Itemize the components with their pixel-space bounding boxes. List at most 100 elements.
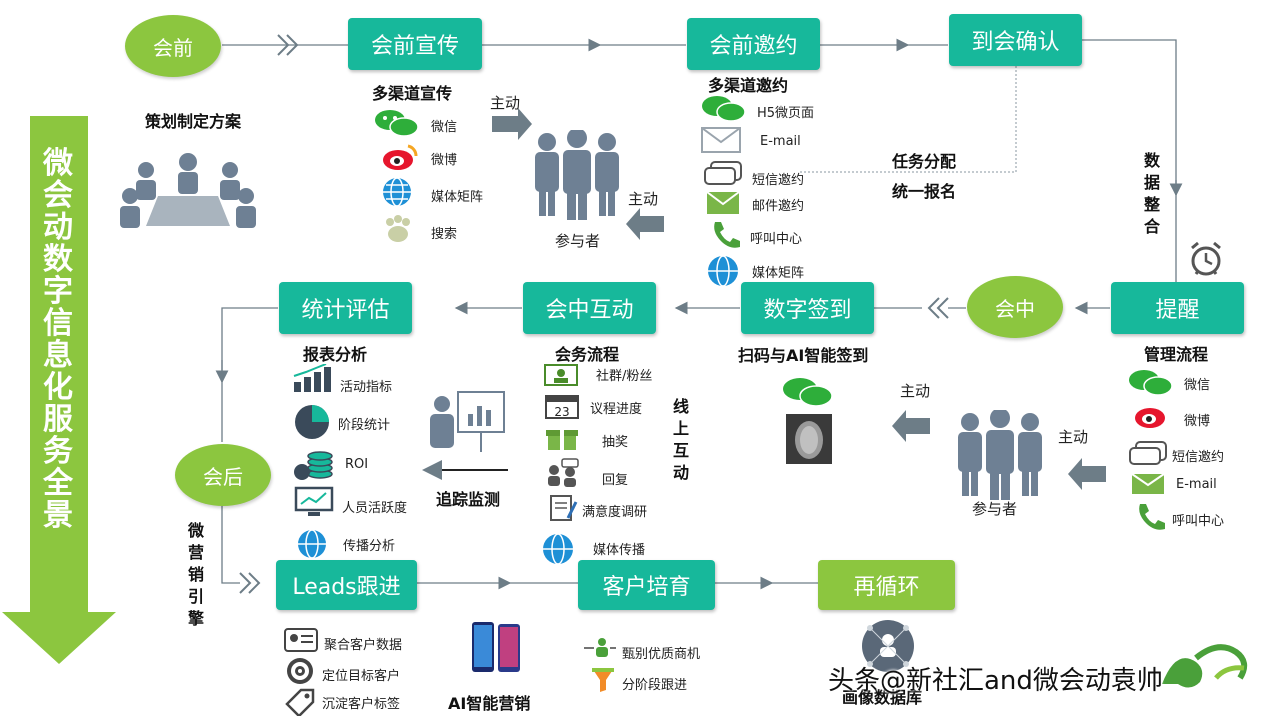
participant-label-mid: 参与者 bbox=[972, 500, 1018, 518]
box-sign-in: 数字签到 bbox=[741, 282, 874, 334]
alarm-clock-icon bbox=[1191, 241, 1221, 276]
engine-label: 微营销引擎 bbox=[187, 521, 204, 628]
globe-icon bbox=[298, 529, 326, 559]
gift-icon bbox=[546, 430, 578, 450]
nurture-item-1: 甄别优质商机 bbox=[622, 647, 701, 662]
person-funnel-icon bbox=[584, 638, 616, 657]
wechat-icon bbox=[702, 96, 746, 122]
track-label: 追踪监测 bbox=[436, 490, 501, 509]
nurture-item-2: 分阶段跟进 bbox=[622, 678, 688, 693]
globe-icon bbox=[383, 177, 411, 207]
promo-item-2: 微博 bbox=[431, 153, 458, 168]
box-leads: Leads跟进 bbox=[276, 560, 417, 610]
mgmt-item-5: 呼叫中心 bbox=[1172, 514, 1225, 529]
people-group-icon bbox=[535, 130, 619, 220]
globe-icon bbox=[543, 533, 573, 565]
funnel-icon bbox=[592, 668, 614, 692]
invite-item-5: 呼叫中心 bbox=[750, 232, 803, 247]
wechat-icon bbox=[375, 110, 419, 137]
face-scan-icon bbox=[786, 414, 832, 464]
online-interact-label: 线上互动 bbox=[672, 397, 689, 482]
mgmt-item-3: 短信邀约 bbox=[1172, 450, 1225, 465]
report-item-5: 传播分析 bbox=[343, 539, 396, 554]
box-interact: 会中互动 bbox=[523, 282, 656, 334]
box-nurture: 客户培育 bbox=[578, 560, 715, 610]
box-remind: 提醒 bbox=[1111, 282, 1244, 334]
report-item-3: ROI bbox=[345, 457, 369, 472]
scan-title: 扫码与AI智能签到 bbox=[738, 346, 869, 365]
phone-icon bbox=[714, 222, 740, 248]
survey-icon bbox=[550, 495, 578, 521]
weibo-icon bbox=[1135, 408, 1165, 428]
report-item-1: 活动指标 bbox=[340, 380, 393, 395]
invite-item-4: 邮件邀约 bbox=[752, 199, 805, 214]
smartphone-icon bbox=[472, 622, 520, 672]
stage-post: 会后 bbox=[175, 444, 271, 506]
box-evaluate: 统计评估 bbox=[279, 282, 412, 334]
active-label-2: 主动 bbox=[628, 190, 659, 208]
leads-item-3: 沉淀客户标签 bbox=[322, 697, 401, 712]
promo-item-3: 媒体矩阵 bbox=[431, 190, 484, 205]
affair-item-6: 媒体传播 bbox=[593, 543, 646, 558]
promo-item-4: 搜索 bbox=[431, 227, 458, 242]
report-item-2: 阶段统计 bbox=[338, 418, 391, 433]
target-icon bbox=[287, 658, 313, 684]
weibo-icon bbox=[383, 144, 418, 170]
task-label-1: 任务分配 bbox=[892, 152, 957, 171]
banner-arrow bbox=[2, 116, 116, 664]
report-item-4: 人员活跃度 bbox=[342, 501, 408, 516]
affair-item-4: 回复 bbox=[602, 473, 629, 488]
stage-mid: 会中 bbox=[967, 276, 1063, 338]
people-group-icon bbox=[958, 410, 1042, 500]
mail-icon bbox=[706, 191, 740, 214]
sms-icon bbox=[1129, 441, 1167, 465]
stage-pre: 会前 bbox=[125, 15, 221, 77]
leads-item-2: 定位目标客户 bbox=[322, 669, 401, 684]
presenter-icon bbox=[430, 391, 505, 452]
leads-item-1: 聚合客户数据 bbox=[324, 638, 403, 653]
invite-item-3: 短信邀约 bbox=[752, 173, 805, 188]
wechat-icon bbox=[1129, 370, 1173, 396]
report-title: 报表分析 bbox=[303, 345, 368, 364]
calendar-icon: 23 bbox=[545, 395, 579, 419]
box-pre-invite: 会前邀约 bbox=[687, 18, 820, 70]
box-recycle: 再循环 bbox=[818, 560, 955, 610]
affair-item-3: 抽奖 bbox=[602, 435, 629, 450]
affair-item-1: 社群/粉丝 bbox=[596, 369, 653, 384]
svg-text:23: 23 bbox=[554, 405, 569, 419]
invite-title: 多渠道邀约 bbox=[708, 76, 789, 95]
watermark-text: 头条@新社汇and微会动袁帅 bbox=[828, 666, 1163, 696]
sms-icon bbox=[704, 161, 742, 185]
wechat-icon bbox=[783, 378, 833, 407]
task-label-2: 统一报名 bbox=[892, 182, 957, 201]
active-label-1: 主动 bbox=[490, 94, 521, 112]
network-icon bbox=[862, 620, 914, 672]
promo-title: 多渠道宣传 bbox=[372, 84, 453, 103]
brand-logo bbox=[1162, 644, 1248, 688]
ai-marketing-label: AI智能营销 bbox=[448, 694, 531, 713]
reply-icon bbox=[548, 458, 579, 487]
monitor-icon bbox=[294, 486, 334, 516]
pie-icon bbox=[295, 405, 329, 439]
box-confirm: 到会确认 bbox=[949, 14, 1082, 66]
portrait-db-label: 画像数据库 bbox=[842, 688, 923, 707]
affair-item-5: 满意度调研 bbox=[582, 505, 648, 520]
mgmt-item-2: 微博 bbox=[1184, 414, 1211, 429]
coins-icon bbox=[294, 451, 333, 480]
mail-icon bbox=[1131, 473, 1165, 494]
tag-icon bbox=[285, 688, 315, 716]
phone-icon bbox=[1139, 504, 1165, 530]
box-pre-promo: 会前宣传 bbox=[348, 18, 482, 70]
globe-icon bbox=[708, 255, 738, 287]
affair-title: 会务流程 bbox=[555, 345, 620, 364]
plan-label: 策划制定方案 bbox=[145, 112, 242, 131]
email-icon bbox=[701, 127, 741, 153]
invite-item-1: H5微页面 bbox=[757, 106, 815, 121]
data-merge-label: 数据整合 bbox=[1143, 151, 1160, 236]
affair-item-2: 议程进度 bbox=[590, 402, 643, 417]
invite-item-2: E-mail bbox=[760, 134, 801, 149]
participant-label-pre: 参与者 bbox=[555, 232, 601, 250]
baidu-paw-icon bbox=[386, 215, 410, 242]
